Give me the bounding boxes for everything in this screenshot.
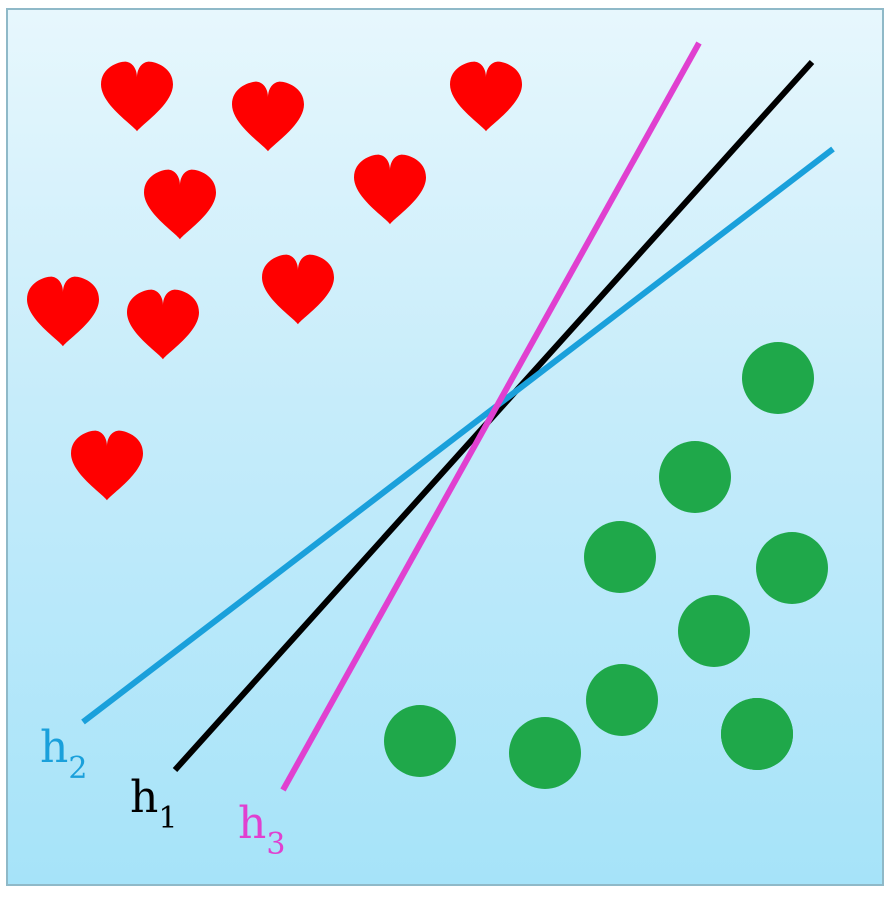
circle-point <box>584 521 656 593</box>
circle-point <box>659 441 731 513</box>
separating-lines <box>81 41 835 792</box>
heart-icon <box>71 430 143 501</box>
line-h2 <box>81 146 835 725</box>
label-h3: h3 <box>238 798 285 862</box>
heart-icon <box>262 254 334 325</box>
circle-point <box>586 664 658 736</box>
heart-icon <box>101 61 173 132</box>
label-h1: h1 <box>130 772 177 836</box>
heart-icon <box>27 276 99 347</box>
line-h3 <box>280 41 702 792</box>
heart-icon <box>450 61 522 132</box>
circle-point <box>384 705 456 777</box>
label-h2: h2 <box>40 722 87 786</box>
circle-point <box>509 717 581 789</box>
circle-point <box>756 532 828 604</box>
heart-icon <box>144 169 216 240</box>
heart-icon <box>232 81 304 152</box>
heart-icon <box>127 289 199 360</box>
data-points <box>27 61 828 789</box>
circle-point <box>742 342 814 414</box>
heart-icon <box>354 154 426 225</box>
circle-point <box>721 698 793 770</box>
circle-point <box>678 595 750 667</box>
